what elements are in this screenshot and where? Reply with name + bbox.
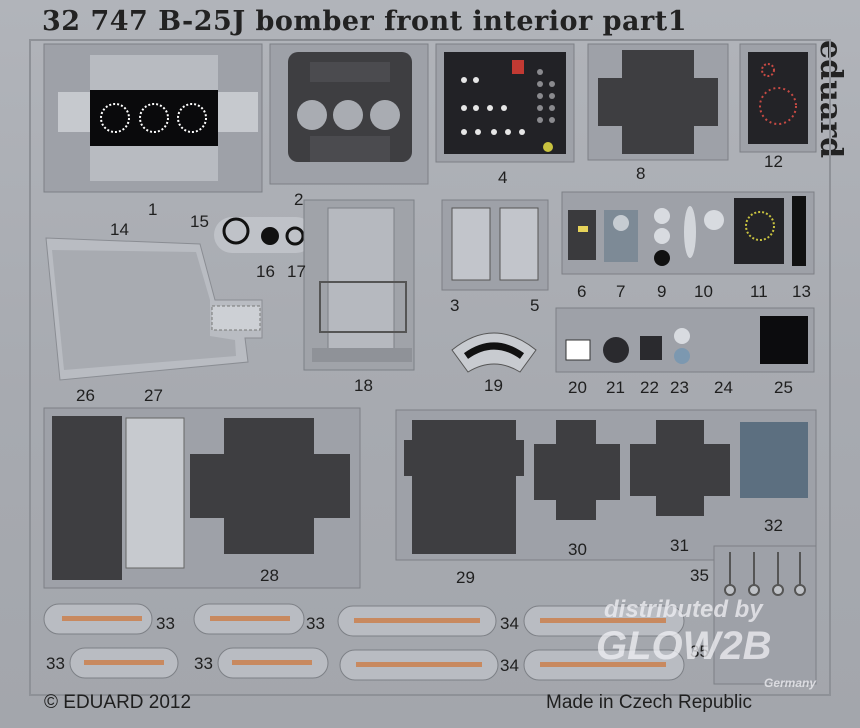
part-number-30: 30 bbox=[568, 540, 587, 559]
part-8-box bbox=[587, 43, 729, 161]
part-number-10: 10 bbox=[694, 282, 713, 301]
part-number-33b: 33 bbox=[306, 614, 325, 633]
part-number-1: 1 bbox=[148, 200, 158, 219]
part-number-16: 16 bbox=[256, 262, 275, 281]
part-number-15: 15 bbox=[190, 212, 209, 231]
part-number-24: 24 bbox=[714, 378, 733, 397]
part-number-3: 3 bbox=[450, 296, 460, 315]
part-number-8: 8 bbox=[636, 164, 646, 183]
part-number-9: 9 bbox=[657, 282, 667, 301]
part-number-5: 5 bbox=[530, 296, 540, 315]
part-number-17: 17 bbox=[287, 262, 306, 281]
part-number-19: 19 bbox=[484, 376, 503, 395]
part-number-11: 11 bbox=[750, 282, 768, 301]
part-number-14: 14 bbox=[110, 220, 129, 239]
origin-text: Made in Czech Republic bbox=[546, 692, 752, 713]
part-number-7: 7 bbox=[616, 282, 626, 301]
part-number-33d: 33 bbox=[194, 654, 213, 673]
part-number-34b: 34 bbox=[500, 656, 519, 675]
parts-29-32-block bbox=[395, 409, 817, 561]
part-1-instrument-panel bbox=[43, 43, 263, 193]
part-2-gauge-bezel bbox=[269, 43, 429, 185]
watermark-distributed: distributed by bbox=[604, 596, 763, 623]
part-number-6: 6 bbox=[577, 282, 587, 301]
parts-33-34-seat-belts bbox=[43, 603, 685, 681]
part-number-31: 31 bbox=[670, 536, 689, 555]
part-14-floor-panel bbox=[45, 237, 263, 381]
part-number-25: 25 bbox=[774, 378, 793, 397]
parts-3-5-brackets bbox=[441, 199, 549, 291]
part-number-32: 32 bbox=[764, 516, 783, 535]
copyright-text: © EDUARD 2012 bbox=[44, 692, 192, 713]
watermark-germany: Germany bbox=[764, 676, 817, 690]
part-number-22: 22 bbox=[640, 378, 659, 397]
part-number-35b: 35 bbox=[690, 642, 709, 661]
part-number-28: 28 bbox=[260, 566, 279, 585]
part-18-seat bbox=[303, 199, 415, 371]
parts-35-handles bbox=[713, 545, 817, 685]
part-number-34a: 34 bbox=[500, 614, 519, 633]
part-number-29: 29 bbox=[456, 568, 475, 587]
part-number-26: 26 bbox=[76, 386, 95, 405]
part-19-arc-gauge bbox=[451, 332, 537, 373]
part-number-33c: 33 bbox=[46, 654, 65, 673]
watermark-glow2b: GLOW2B bbox=[596, 624, 772, 668]
part-number-13: 13 bbox=[792, 282, 811, 301]
part-number-35a: 35 bbox=[690, 566, 709, 585]
part-number-27: 27 bbox=[144, 386, 163, 405]
part-number-33a: 33 bbox=[156, 614, 175, 633]
part-number-23: 23 bbox=[670, 378, 689, 397]
parts-6-13-panel-strip bbox=[561, 191, 815, 275]
part-number-4: 4 bbox=[498, 168, 508, 187]
fret-title: 32 747 B-25J bomber front interior part1 bbox=[42, 6, 688, 37]
part-number-20: 20 bbox=[568, 378, 587, 397]
part-number-21: 21 bbox=[606, 378, 625, 397]
part-number-12: 12 bbox=[764, 152, 783, 171]
part-4-switch-panel bbox=[435, 43, 575, 163]
part-number-18: 18 bbox=[354, 376, 373, 395]
part-number-2: 2 bbox=[294, 190, 304, 209]
parts-20-25-panel-strip bbox=[555, 307, 815, 373]
parts-26-28-block bbox=[43, 407, 361, 589]
part-12-radio-panel bbox=[739, 43, 817, 153]
parts-15-17-discs bbox=[214, 217, 314, 253]
